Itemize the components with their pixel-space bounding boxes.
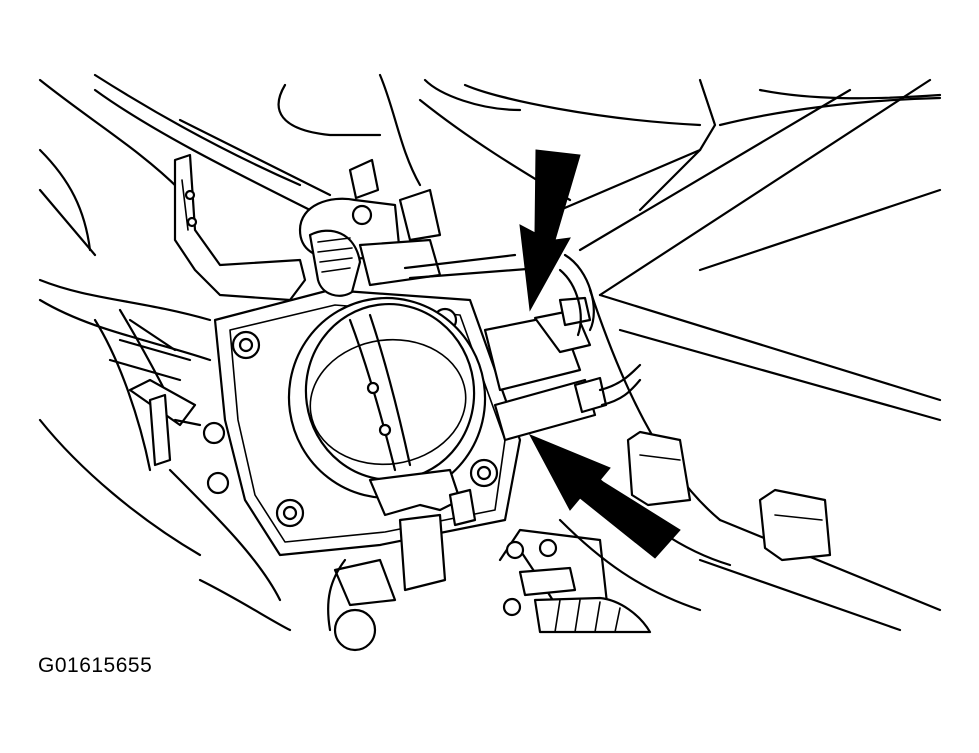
throttle-linkage (298, 158, 542, 297)
figure-id-label: G01615655 (38, 654, 153, 677)
vacuum-fitting-left (128, 378, 230, 495)
throttle-position-sensor (483, 253, 595, 392)
idle-air-control-connector (493, 363, 642, 442)
lower-right-hardware (498, 528, 652, 634)
throttle-bore (287, 296, 487, 500)
panel-clips (626, 430, 832, 562)
arrow-up-left-icon (528, 434, 681, 559)
mounting-bracket (173, 153, 307, 302)
lower-connector (327, 468, 477, 652)
arrow-down-left-icon (519, 149, 581, 312)
engine-bay-background (38, 73, 942, 632)
